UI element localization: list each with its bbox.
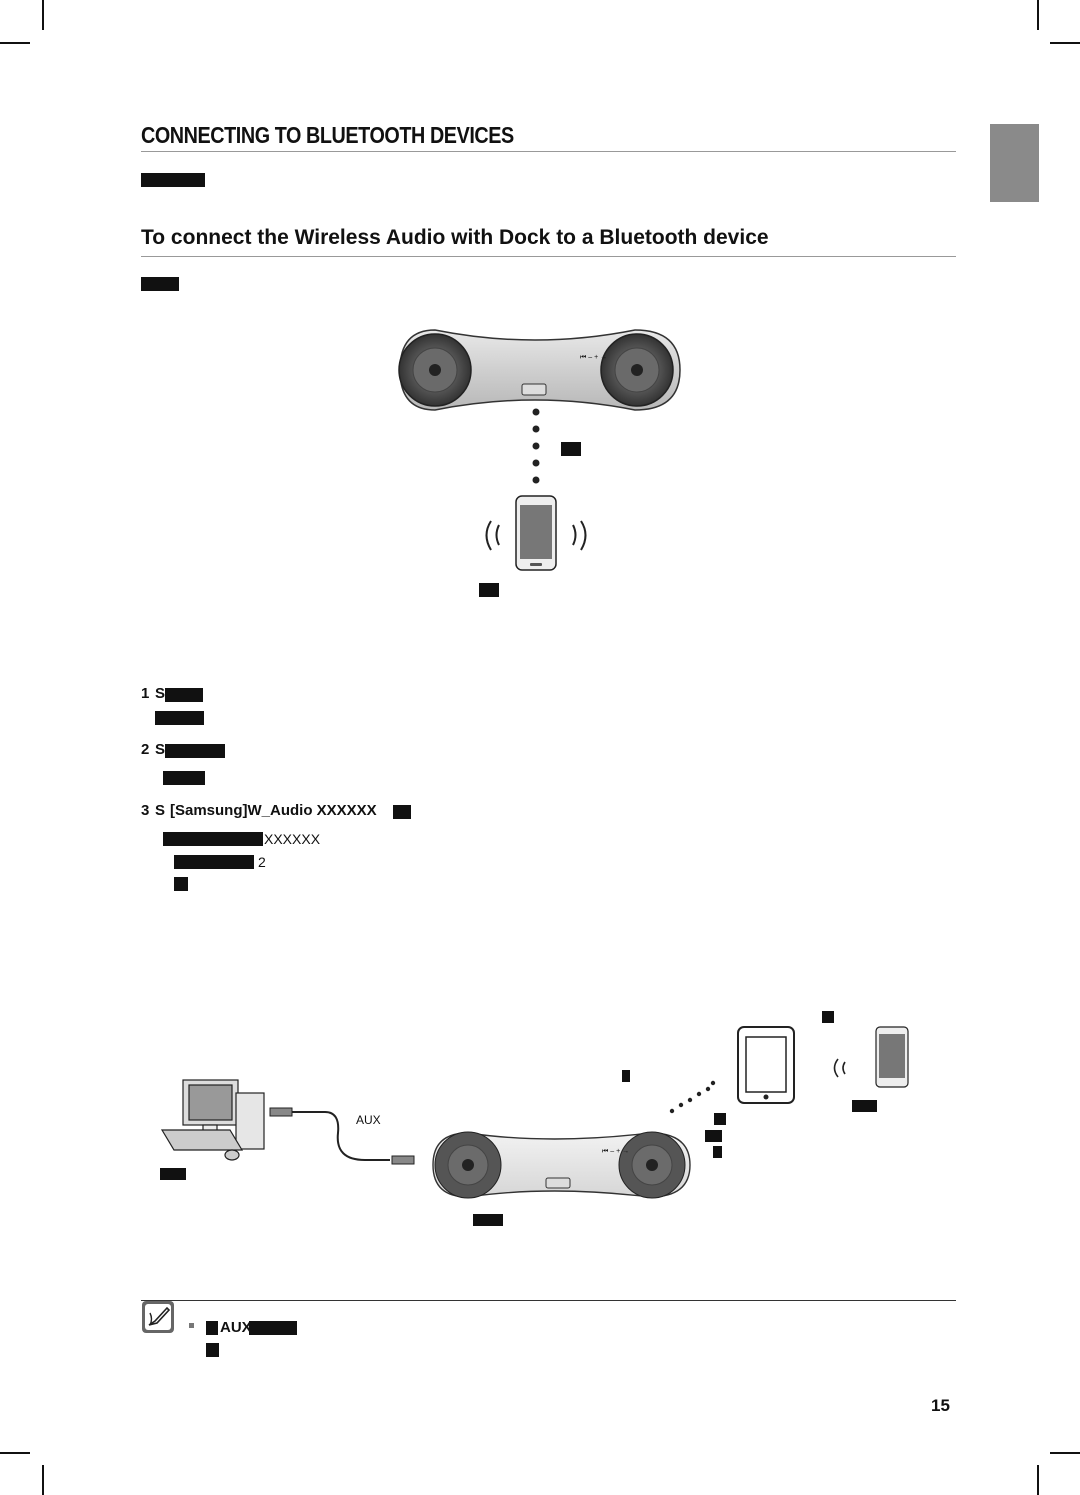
note-aux-label: AUX	[220, 1319, 252, 1336]
step-1-number: 1	[141, 685, 150, 702]
chapter-tab	[990, 124, 1039, 202]
diagram-label-tablet-2	[705, 1130, 722, 1142]
step-3-device-name: [Samsung]W_Audio XXXXXX	[170, 802, 377, 819]
aux-plug-icon	[269, 1107, 415, 1165]
step-3-number: 3	[141, 802, 150, 819]
step-1-detail	[155, 711, 204, 725]
sub-intro-text	[141, 277, 179, 291]
step-3-detail-ref: 2	[258, 854, 266, 870]
diagram-label-phone	[852, 1100, 877, 1112]
step-2-lead: S	[155, 741, 166, 758]
speaker-buttons-bottom: ⏮ – + →	[602, 1148, 630, 1155]
section-rule	[141, 151, 956, 152]
note-text-lead	[206, 1321, 218, 1335]
diagram-label-device-top	[822, 1011, 834, 1023]
smartphone-icon	[515, 495, 557, 571]
diagram-label-speaker	[473, 1214, 503, 1226]
bluetooth-dots	[532, 408, 540, 484]
page-number: 15	[931, 1396, 950, 1415]
diagram-label-tablet-3	[713, 1146, 722, 1158]
step-1-lead: S	[155, 685, 166, 702]
step-2-number: 2	[141, 741, 150, 758]
note-bullet	[189, 1323, 194, 1328]
bluetooth-dots	[669, 1080, 716, 1114]
diagram-label-tablet-1	[714, 1113, 726, 1125]
step-3-detail-3	[174, 877, 188, 891]
step-3-text	[393, 805, 411, 819]
crop-mark	[0, 1452, 30, 1454]
diagram-label-bt	[622, 1070, 630, 1082]
smartphone-icon	[875, 1026, 909, 1088]
section-title: CONNECTING TO BLUETOOTH DEVICES	[141, 122, 514, 148]
subsection-title: To connect the Wireless Audio with Dock …	[141, 226, 769, 249]
note-icon	[142, 1301, 174, 1333]
crop-mark	[1050, 42, 1080, 44]
crop-mark	[1037, 0, 1039, 30]
speaker-buttons-top: ⏮ – + →	[580, 354, 608, 361]
step-3-detail-code: XXXXXX	[264, 831, 321, 847]
connection-diagram	[398, 329, 681, 571]
step-3-detail	[163, 832, 263, 846]
subsection-rule	[141, 256, 956, 257]
speaker-dock-icon	[432, 1131, 691, 1199]
wireless-signal-icon	[833, 1058, 846, 1078]
computer-icon	[160, 1079, 265, 1161]
aux-input-label: AUX	[356, 1113, 381, 1127]
diagram-label-connected	[561, 442, 581, 456]
diagram-label-computer	[160, 1168, 186, 1180]
diagram-label-device	[479, 583, 499, 597]
note-rule	[141, 1300, 956, 1301]
speaker-dock-icon	[398, 329, 681, 411]
crop-mark	[42, 1465, 44, 1495]
tablet-icon	[737, 1026, 795, 1104]
note-text-2	[206, 1343, 219, 1357]
crop-mark	[42, 0, 44, 30]
intro-text	[141, 173, 205, 187]
step-2-text	[165, 744, 225, 758]
crop-mark	[1037, 1465, 1039, 1495]
aux-cable	[290, 1111, 390, 1161]
step-3-lead: S	[155, 802, 166, 819]
aux-connection-diagram	[160, 1026, 909, 1199]
step-3-detail-2	[174, 855, 254, 869]
step-1-text	[165, 688, 203, 702]
crop-mark	[1050, 1452, 1080, 1454]
crop-mark	[0, 42, 30, 44]
note-text	[249, 1321, 297, 1335]
wireless-signal-icon	[485, 520, 587, 551]
step-2-detail	[163, 771, 205, 785]
